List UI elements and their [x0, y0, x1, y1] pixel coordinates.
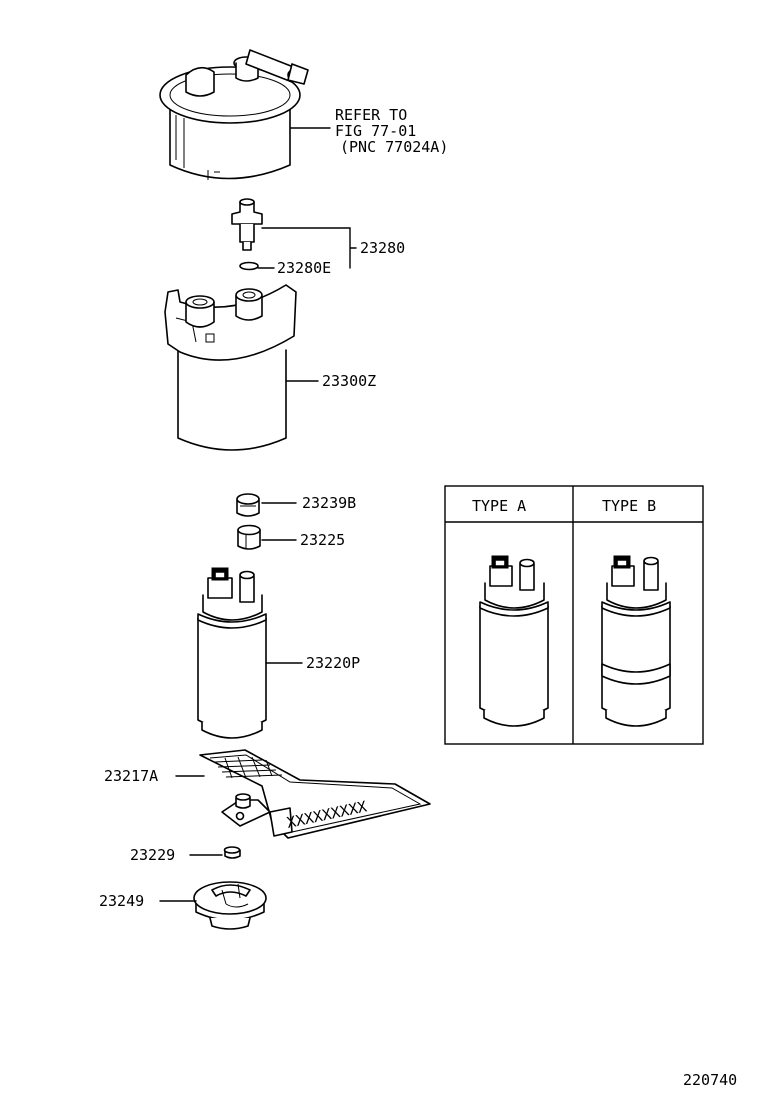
label-23249: 23249: [99, 892, 144, 910]
fuel-pump-bracket: [164, 284, 297, 451]
fuel-pump: [197, 567, 267, 739]
label-23229: 23229: [130, 846, 175, 864]
label-23217a: 23217A: [104, 767, 158, 785]
refer-note-line3: (PNC 77024A): [340, 138, 448, 156]
type-a-header: TYPE A: [472, 497, 526, 515]
figure-number: 220740: [683, 1071, 737, 1089]
clamp: [237, 524, 261, 550]
pressure-regulator: [231, 198, 263, 251]
type-b-pump: [601, 555, 671, 727]
label-23280e: 23280E: [277, 259, 331, 277]
pump-type-inset: TYPE A TYPE B: [444, 485, 704, 745]
refer-note-line2: FIG 77-01: [335, 122, 416, 140]
label-23220p: 23220P: [306, 654, 360, 672]
type-a-pump: [479, 555, 549, 727]
cushion-rubber: [236, 493, 260, 517]
label-23300z: 23300Z: [322, 372, 376, 390]
pump-cushion: [193, 881, 267, 930]
o-ring: [239, 261, 259, 271]
fuel-suction-filter: XXXXXXXXX: [199, 749, 431, 839]
label-23225: 23225: [300, 531, 345, 549]
mesh-pattern: [214, 756, 283, 779]
refer-note-line1: REFER TO: [335, 106, 407, 124]
bracket-23280: [261, 227, 357, 269]
clip: [223, 846, 241, 859]
label-23280: 23280: [360, 239, 405, 257]
type-b-header: TYPE B: [602, 497, 656, 515]
label-23239b: 23239B: [302, 494, 356, 512]
fuel-filter: [159, 49, 309, 180]
